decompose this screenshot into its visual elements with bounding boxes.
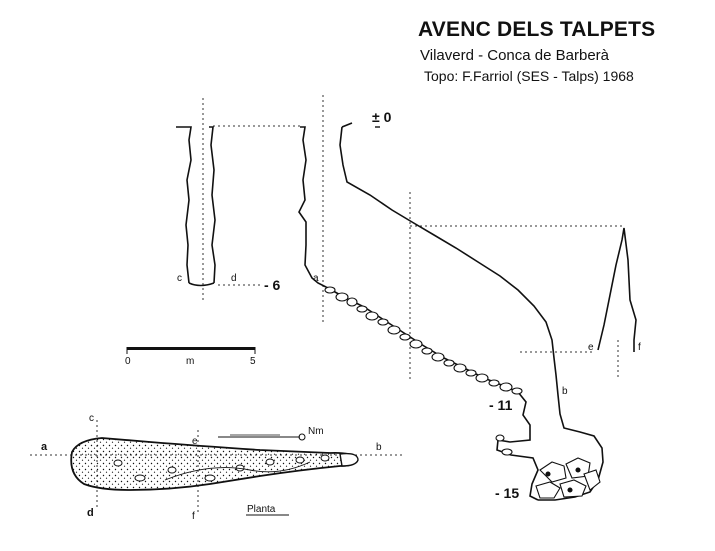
north-label: Nm bbox=[308, 426, 324, 437]
section-a-b-inner-wall bbox=[325, 286, 539, 501]
rubble-slope bbox=[324, 286, 523, 456]
rock bbox=[475, 373, 489, 383]
rock bbox=[443, 359, 455, 367]
section-point-a: a bbox=[313, 273, 319, 284]
boulder bbox=[583, 469, 601, 491]
depth-label-11: - 11 bbox=[489, 397, 513, 413]
rock bbox=[324, 286, 336, 294]
section-point-c: c bbox=[177, 273, 182, 284]
section-point-e: e bbox=[588, 342, 594, 353]
scale-bar-end: 5 bbox=[250, 356, 256, 367]
section-point-f: f bbox=[638, 342, 641, 353]
north-arrow-head bbox=[298, 433, 306, 441]
rock bbox=[465, 369, 477, 377]
plan-rock bbox=[113, 459, 123, 467]
rock bbox=[387, 325, 401, 335]
plan-point-c: c bbox=[89, 413, 94, 424]
rock bbox=[335, 292, 349, 302]
rock bbox=[495, 434, 505, 442]
boulder bbox=[559, 479, 587, 498]
depth-label-6: - 6 bbox=[264, 277, 281, 293]
boulder bbox=[535, 481, 561, 499]
plan-entrance-end bbox=[339, 452, 359, 467]
plan-rock bbox=[265, 458, 275, 466]
plan-point-f: f bbox=[192, 511, 195, 522]
plan-rock bbox=[320, 454, 330, 462]
section-c-d-wall-left bbox=[176, 126, 192, 284]
scale-bar-unit: m bbox=[186, 356, 194, 367]
plan-slope-line bbox=[164, 461, 311, 481]
depth-labels: ± 0 - 6 - 11 - 15 bbox=[264, 109, 519, 501]
rock bbox=[431, 352, 445, 362]
scale-bar: 0 m 5 bbox=[125, 347, 256, 367]
rock bbox=[501, 448, 513, 456]
depth-label-0: ± 0 bbox=[372, 109, 392, 125]
boulder-shade bbox=[567, 487, 573, 493]
section-point-b: b bbox=[562, 386, 568, 397]
plan-view: Nm a b c d e f Planta bbox=[41, 413, 382, 522]
rock bbox=[356, 305, 368, 313]
rubble-bottom bbox=[535, 457, 601, 499]
plan-caption: Planta bbox=[247, 504, 276, 515]
boulder bbox=[539, 461, 567, 483]
boulder-shade bbox=[575, 467, 581, 473]
section-a-b-outer-wall bbox=[339, 126, 604, 501]
section-c-d-wall-right bbox=[209, 126, 216, 284]
plan-rock bbox=[167, 466, 177, 474]
plan-point-d: d bbox=[87, 507, 94, 519]
plan-rock bbox=[295, 456, 305, 464]
rock bbox=[453, 363, 467, 373]
rock bbox=[409, 339, 423, 349]
scale-bar-rule bbox=[127, 347, 255, 350]
rock bbox=[399, 333, 411, 341]
plan-point-b: b bbox=[376, 442, 382, 453]
section-a-b-upper-wall bbox=[298, 126, 327, 288]
section-c-d-floor bbox=[188, 282, 215, 287]
plan-point-e: e bbox=[192, 436, 198, 447]
rock bbox=[377, 318, 389, 326]
section-c-d bbox=[176, 126, 327, 288]
rock bbox=[499, 382, 513, 392]
section-e-f-outline bbox=[597, 227, 637, 352]
plan-rocks bbox=[113, 454, 330, 482]
boulder-shade bbox=[545, 471, 551, 477]
plan-point-a: a bbox=[41, 441, 48, 453]
entrance-lip bbox=[341, 122, 353, 128]
page-title: AVENC DELS TALPETS bbox=[418, 18, 656, 41]
rock bbox=[421, 347, 433, 355]
section-a-b bbox=[325, 122, 637, 501]
plan-rock bbox=[134, 474, 146, 482]
rock bbox=[488, 379, 500, 387]
plan-rock bbox=[204, 474, 216, 482]
rock bbox=[346, 297, 358, 307]
depth-label-15: - 15 bbox=[495, 485, 519, 501]
section-point-labels: c d a b e f bbox=[177, 273, 641, 397]
rock bbox=[365, 311, 379, 321]
survey-credits: Topo: F.Farriol (SES - Talps) 1968 bbox=[424, 68, 634, 84]
section-point-d: d bbox=[231, 273, 237, 284]
scale-bar-start: 0 bbox=[125, 356, 131, 367]
location-subtitle: Vilaverd - Conca de Barberà bbox=[420, 47, 609, 64]
rock bbox=[511, 387, 523, 395]
